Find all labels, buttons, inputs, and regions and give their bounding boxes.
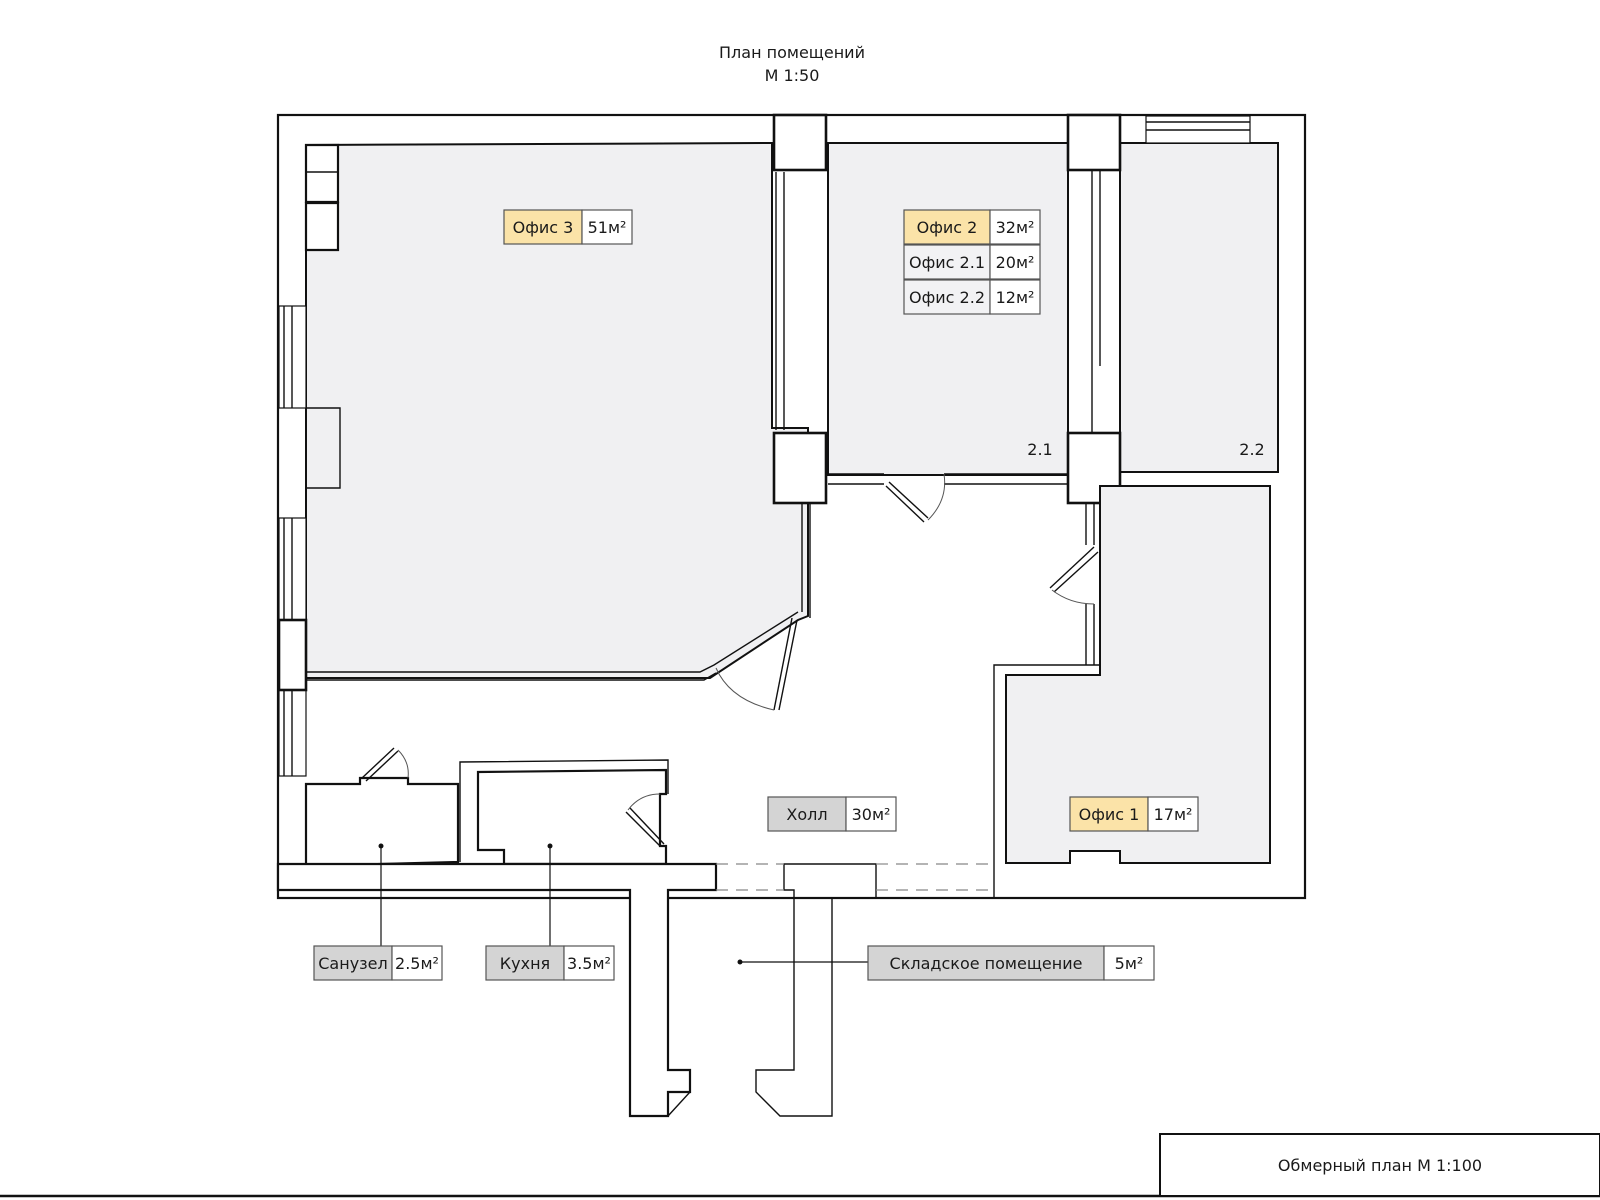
wall-niche-2 xyxy=(305,407,341,518)
tag-hall-area: 30м² xyxy=(852,805,891,824)
column-left xyxy=(277,618,308,692)
plan-scale: М 1:50 xyxy=(765,66,820,85)
tag-office-2[interactable]: Офис 2 32м² xyxy=(903,209,1041,245)
door-swing-office-2 xyxy=(927,473,946,521)
door-swing-wc xyxy=(397,749,409,779)
tag-office-2-area: 32м² xyxy=(996,218,1035,237)
tag-office-2-1[interactable]: Офис 2.1 20м² xyxy=(903,244,1041,280)
tag-hall-name: Холл xyxy=(786,805,827,824)
room-kitchen xyxy=(476,768,668,866)
tag-office-1[interactable]: Офис 1 17м² xyxy=(1069,796,1199,832)
room-office-2-2 xyxy=(1119,142,1279,473)
door-swing-office-1 xyxy=(1051,589,1095,605)
tag-storage[interactable]: Складское помещение 5м² xyxy=(867,945,1155,981)
tag-hall[interactable]: Холл 30м² xyxy=(767,796,897,832)
storage-wall-right xyxy=(755,863,877,1117)
zone-label-2-2: 2.2 xyxy=(1239,440,1264,459)
door-office-1 xyxy=(1049,546,1095,589)
room-office-3 xyxy=(305,141,809,679)
wall-niche-1 xyxy=(305,145,339,306)
room-office-1 xyxy=(1005,485,1271,864)
door-wc xyxy=(361,747,395,779)
tag-kitchen-name: Кухня xyxy=(500,954,550,973)
tag-office-2-2-area: 12м² xyxy=(996,288,1035,307)
tag-wc[interactable]: Санузел 2.5м² xyxy=(313,945,443,981)
stamp-text: Обмерный план М 1:100 xyxy=(1278,1156,1482,1175)
tag-office-1-area: 17м² xyxy=(1154,805,1193,824)
column-top-1 xyxy=(772,113,828,172)
plan-title: План помещений xyxy=(719,43,865,62)
door-swing-kitchen xyxy=(627,793,661,811)
door-office-3 xyxy=(773,617,793,711)
zone-label-2-1: 2.1 xyxy=(1027,440,1052,459)
wall-pier-left-2 xyxy=(304,201,340,252)
tag-office-3-area: 51м² xyxy=(588,218,627,237)
tag-kitchen-area: 3.5м² xyxy=(567,954,611,973)
tag-office-3-name: Офис 3 xyxy=(513,218,574,237)
door-office-2 xyxy=(885,485,925,523)
tag-storage-name: Складское помещение xyxy=(890,954,1083,973)
wall-office3-bottom xyxy=(306,611,799,673)
wall-pier-left-1 xyxy=(304,143,340,204)
door-swing-office-3 xyxy=(715,667,775,711)
storage-wall-left xyxy=(276,862,718,1118)
tag-wc-area: 2.5м² xyxy=(395,954,439,973)
door-kitchen xyxy=(625,811,661,847)
tag-office-3[interactable]: Офис 3 51м² xyxy=(503,209,633,245)
room-wc xyxy=(304,776,460,868)
tag-office-2-1-area: 20м² xyxy=(996,253,1035,272)
tag-office-2-name: Офис 2 xyxy=(917,218,978,237)
tag-office-2-1-name: Офис 2.1 xyxy=(909,253,985,272)
tag-office-2-2[interactable]: Офис 2.2 12м² xyxy=(903,279,1041,315)
tag-wc-name: Санузел xyxy=(318,954,387,973)
column-mid-1 xyxy=(772,431,828,505)
tag-office-1-name: Офис 1 xyxy=(1079,805,1140,824)
tag-storage-area: 5м² xyxy=(1115,954,1144,973)
stamp-box xyxy=(1159,1133,1600,1197)
tag-kitchen[interactable]: Кухня 3.5м² xyxy=(485,945,615,981)
column-top-2 xyxy=(1066,113,1122,172)
tag-office-2-2-name: Офис 2.2 xyxy=(909,288,985,307)
